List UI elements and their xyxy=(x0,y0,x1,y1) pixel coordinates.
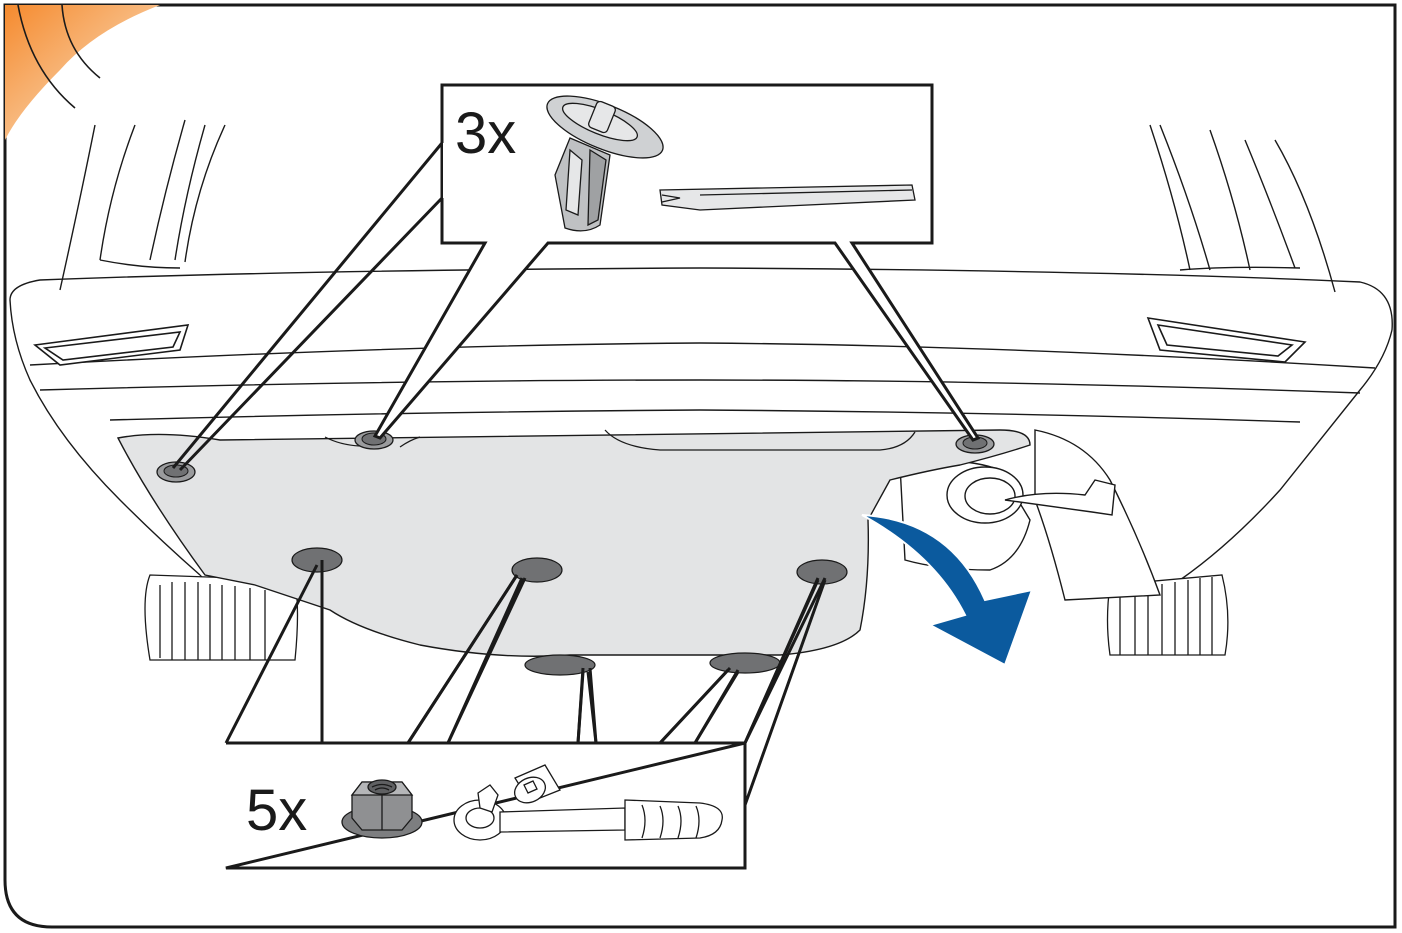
nut-count-label: 5x xyxy=(246,778,307,843)
push-clip-icon xyxy=(546,95,664,232)
underbody-panel xyxy=(116,429,1031,657)
nut-callout: 5x xyxy=(224,560,827,870)
panel-bump xyxy=(524,654,596,676)
removal-arrow xyxy=(861,514,1034,667)
right-reflector xyxy=(1146,317,1307,363)
nut-hole xyxy=(511,557,563,583)
corner-accent xyxy=(5,4,160,140)
nut-hole xyxy=(796,559,848,585)
left-reflector xyxy=(33,324,190,366)
socket-icon xyxy=(513,764,561,804)
flange-nut-icon xyxy=(341,779,423,839)
clip-hole xyxy=(156,461,196,483)
clip-count-label: 3x xyxy=(455,101,516,166)
panel-bump xyxy=(709,652,781,674)
nut-hole xyxy=(291,547,343,573)
panel-ridge xyxy=(604,429,916,451)
clip-hole xyxy=(955,434,995,454)
clip-hole xyxy=(354,430,394,450)
trim-tool-icon xyxy=(659,184,916,211)
ratchet-wrench-icon xyxy=(453,784,723,841)
car-rear-body xyxy=(9,119,1393,611)
clip-callout: 3x xyxy=(171,83,981,472)
